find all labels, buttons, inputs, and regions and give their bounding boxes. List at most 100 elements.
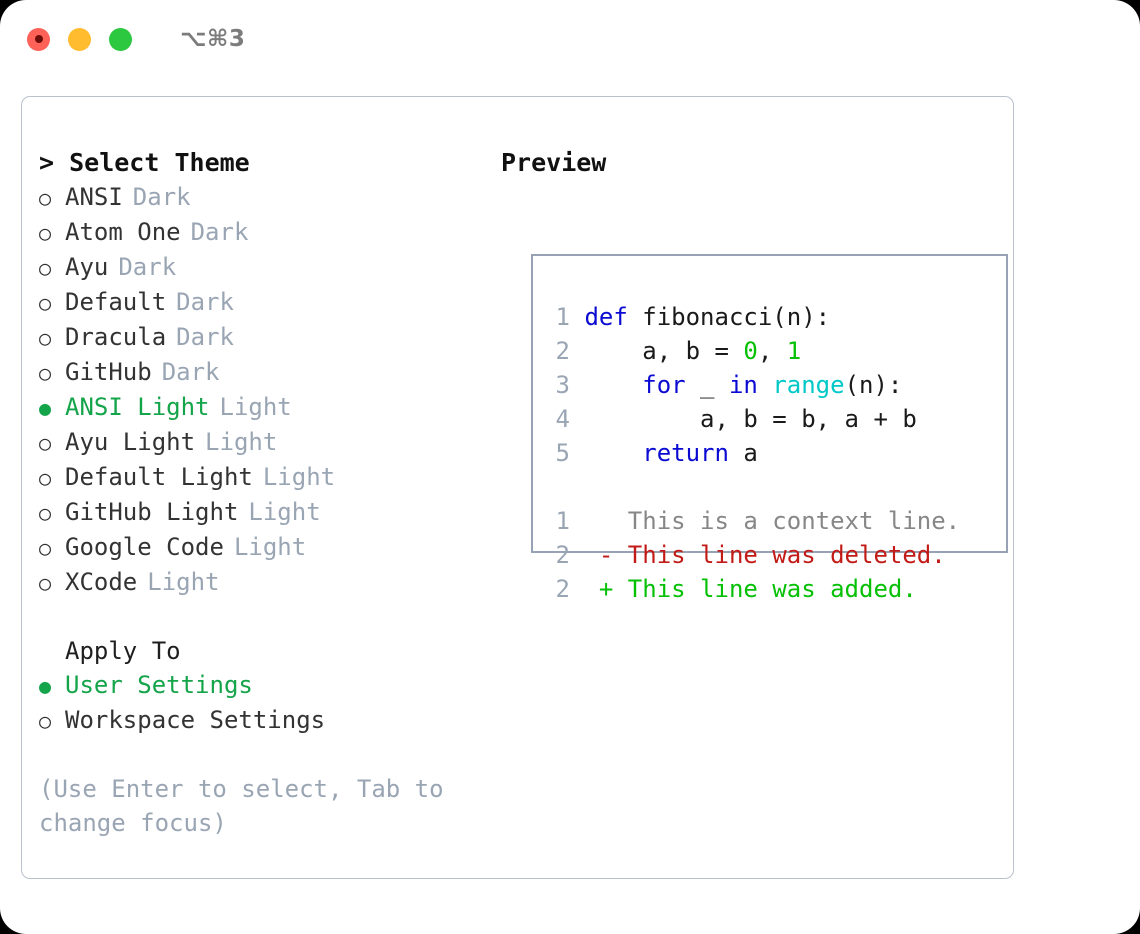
line-number: 2 bbox=[555, 541, 570, 569]
radio-unselected-icon: ○ bbox=[39, 571, 52, 595]
code-token-kw: def bbox=[584, 303, 628, 331]
line-number: 2 bbox=[555, 575, 570, 603]
line-number: 2 bbox=[555, 337, 570, 365]
code-token-def bbox=[584, 371, 642, 399]
code-token-def: fibonacci(n): bbox=[627, 303, 831, 331]
select-theme-heading: > Select Theme bbox=[39, 148, 250, 177]
code-token-def bbox=[758, 371, 772, 399]
code-line: 2 a, b = 0, 1 bbox=[550, 334, 1000, 368]
theme-option-variant-badge: Light bbox=[205, 428, 278, 456]
theme-option-variant-badge: Light bbox=[248, 498, 321, 526]
code-token-kw: for bbox=[642, 371, 686, 399]
theme-option-variant-badge: Light bbox=[262, 463, 336, 491]
code-token-def: (n): bbox=[844, 371, 903, 399]
code-token-def: , bbox=[757, 337, 787, 365]
theme-option-label: Google Code bbox=[65, 533, 224, 561]
window-controls bbox=[27, 27, 132, 51]
line-number: 1 bbox=[555, 507, 570, 535]
diff-line-text: This is a context line. bbox=[584, 507, 961, 535]
keyboard-shortcut-label: ⌥⌘3 bbox=[180, 26, 246, 52]
theme-option-ayu-light[interactable]: ○ Ayu Light Light bbox=[39, 425, 499, 460]
preview-heading: Preview bbox=[501, 148, 607, 177]
line-number: 3 bbox=[555, 371, 570, 399]
diff-line-text: - This line was deleted. bbox=[584, 541, 946, 569]
radio-unselected-icon: ○ bbox=[39, 291, 52, 315]
code-token-kw: in bbox=[728, 371, 758, 399]
diff-line-text: + This line was added. bbox=[584, 575, 917, 603]
spacer bbox=[39, 600, 499, 634]
code-token-def: a, b = bbox=[584, 337, 744, 365]
theme-option-variant-badge: Light bbox=[219, 393, 292, 421]
radio-unselected-icon: ○ bbox=[39, 466, 52, 490]
code-line: 4 a, b = b, a + b bbox=[550, 402, 1000, 436]
theme-option-label: XCode bbox=[65, 568, 138, 596]
keyboard-hint-text: (Use Enter to select, Tab to change focu… bbox=[39, 775, 459, 837]
code-line: 5 return a bbox=[550, 436, 1000, 470]
diff-sample: 1 This is a context line.2 - This line w… bbox=[550, 504, 1000, 606]
theme-option-label: Dracula bbox=[65, 323, 167, 351]
theme-option-variant-badge: Dark bbox=[132, 183, 191, 211]
diff-line-add: 2 + This line was added. bbox=[550, 572, 1000, 606]
theme-option-label: ANSI bbox=[65, 183, 123, 211]
apply-to-option-label: User Settings bbox=[65, 671, 253, 699]
theme-option-variant-badge: Dark bbox=[176, 288, 234, 316]
radio-unselected-icon: ○ bbox=[39, 256, 52, 280]
theme-option-variant-badge: Light bbox=[233, 533, 307, 561]
radio-unselected-icon: ○ bbox=[39, 326, 52, 350]
line-number: 1 bbox=[555, 303, 570, 331]
radio-unselected-icon: ○ bbox=[39, 431, 52, 455]
code-token-num: 0 bbox=[743, 337, 758, 365]
code-token-def bbox=[584, 439, 642, 467]
theme-option-label: Default bbox=[65, 288, 167, 316]
theme-option-variant-badge: Dark bbox=[190, 218, 249, 246]
radio-unselected-icon: ○ bbox=[39, 536, 52, 560]
code-token-def: a, b = b, a + b bbox=[584, 405, 917, 433]
theme-option-variant-badge: Dark bbox=[118, 253, 177, 281]
apply-to-option-list: ●User Settings○Workspace Settings bbox=[39, 668, 499, 738]
radio-unselected-icon: ○ bbox=[39, 361, 52, 385]
theme-option-label: Default Light bbox=[65, 463, 253, 491]
line-number: 4 bbox=[555, 405, 570, 433]
theme-option-ansi[interactable]: ○ ANSI Dark bbox=[39, 180, 499, 215]
theme-option-default[interactable]: ○ Default Dark bbox=[39, 285, 499, 320]
theme-option-google-code[interactable]: ○ Google Code Light bbox=[39, 530, 499, 565]
apply-to-option-workspace-settings[interactable]: ○Workspace Settings bbox=[39, 703, 499, 738]
code-token-num: 1 bbox=[786, 337, 802, 365]
theme-option-dracula[interactable]: ○ Dracula Dark bbox=[39, 320, 499, 355]
code-line: 3 for _ in range(n): bbox=[550, 368, 1000, 402]
theme-option-variant-badge: Light bbox=[147, 568, 220, 596]
theme-option-default-light[interactable]: ○ Default Light Light bbox=[39, 460, 499, 495]
code-token-def: a bbox=[728, 439, 758, 467]
code-token-def: _ bbox=[685, 371, 729, 399]
diff-line-ctx: 1 This is a context line. bbox=[550, 504, 1000, 538]
theme-option-label: GitHub bbox=[65, 358, 152, 386]
theme-option-label: Ayu Light bbox=[65, 428, 196, 456]
theme-option-atom-one[interactable]: ○ Atom One Dark bbox=[39, 215, 499, 250]
theme-option-xcode[interactable]: ○ XCode Light bbox=[39, 565, 499, 600]
apply-to-heading: Apply To bbox=[65, 637, 181, 665]
theme-option-label: Ayu bbox=[65, 253, 109, 281]
theme-option-ayu[interactable]: ○ Ayu Dark bbox=[39, 250, 499, 285]
radio-unselected-icon: ○ bbox=[39, 501, 52, 525]
line-number: 5 bbox=[555, 439, 570, 467]
diff-line-del: 2 - This line was deleted. bbox=[550, 538, 1000, 572]
code-token-kw: return bbox=[642, 439, 729, 467]
radio-unselected-icon: ○ bbox=[39, 709, 52, 733]
radio-unselected-icon: ○ bbox=[39, 221, 52, 245]
close-button[interactable] bbox=[27, 27, 50, 51]
maximize-button[interactable] bbox=[109, 27, 132, 51]
theme-option-label: Atom One bbox=[65, 218, 181, 246]
radio-unselected-icon: ○ bbox=[39, 186, 52, 210]
apply-to-option-user-settings[interactable]: ●User Settings bbox=[39, 668, 499, 703]
minimize-button[interactable] bbox=[68, 27, 91, 51]
code-token-fn: range bbox=[772, 371, 845, 399]
preview-column: Preview 1 def fibonacci(n): 2 a, b = 0, 1… bbox=[501, 146, 1008, 603]
theme-option-variant-badge: Dark bbox=[176, 323, 234, 351]
